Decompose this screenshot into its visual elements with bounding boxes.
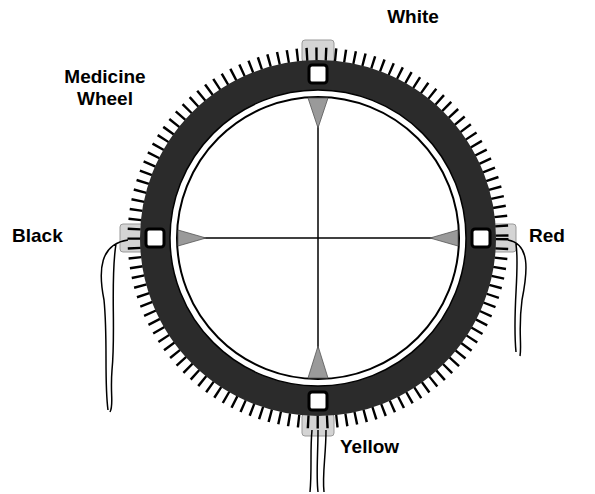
direction-label: Black bbox=[12, 225, 63, 247]
dark-ring bbox=[155, 75, 481, 401]
inner-circle bbox=[177, 97, 459, 379]
direction-label: Yellow bbox=[340, 436, 399, 458]
ring-squares bbox=[146, 65, 490, 410]
cross-triangles bbox=[178, 98, 458, 378]
direction-label: White bbox=[387, 6, 439, 28]
tick-fringe bbox=[134, 54, 502, 422]
direction-label: Red bbox=[529, 225, 565, 247]
wheel-tabs bbox=[120, 40, 516, 436]
cross-lines bbox=[177, 97, 459, 379]
diagram-title: Medicine Wheel bbox=[40, 66, 170, 110]
white-ring bbox=[170, 90, 466, 386]
